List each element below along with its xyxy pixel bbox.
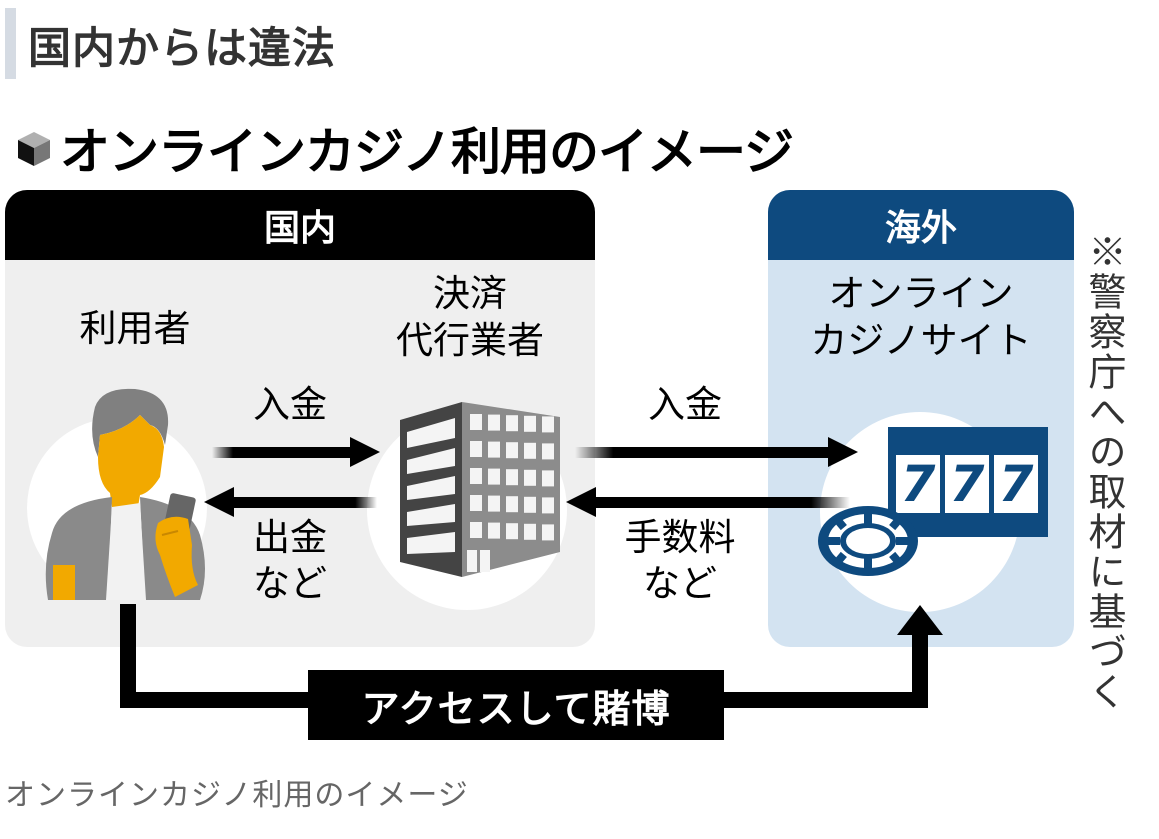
building-window <box>542 497 554 514</box>
building-window <box>470 441 482 457</box>
withdraw-label: 出金 など <box>230 515 350 607</box>
figure-title: オンラインカジノ利用のイメージ <box>60 123 794 181</box>
casino-chip-icon <box>818 506 918 576</box>
arrow-agent-to-user <box>204 487 377 517</box>
agent-label-line2: 代行業者 <box>396 319 544 362</box>
building-window <box>488 414 500 431</box>
slot-reel: 7 <box>994 455 1038 513</box>
fee-label-line1: 手数料 <box>624 516 736 559</box>
slot-machine-icon: 7 7 7 <box>888 427 1048 537</box>
figure-title-row: オンラインカジノ利用のイメージ <box>14 112 794 184</box>
building-window <box>524 415 536 432</box>
arrow-user-to-agent <box>212 437 380 467</box>
user-label: 利用者 <box>79 307 191 350</box>
agent-label-line1: 決済 <box>433 272 507 315</box>
fee-label: 手数料 など <box>600 515 760 607</box>
image-caption: オンラインカジノ利用のイメージ <box>5 778 469 813</box>
slot-reel: 7 <box>896 455 940 513</box>
building-window <box>506 496 518 513</box>
building-window <box>524 442 536 459</box>
arrow-site-to-agent <box>566 487 850 517</box>
casino-site-label-line2: カジノサイト <box>810 319 1032 362</box>
building-window <box>524 496 536 513</box>
building-window <box>506 415 518 432</box>
deposit-label-user-to-agent: 入金 <box>253 383 327 426</box>
overseas-panel: 海外 オンライン カジノサイト 7 7 7 <box>768 190 1074 647</box>
casino-site-label: オンライン カジノサイト <box>768 270 1074 364</box>
casino-site-label-line1: オンライン <box>828 272 1014 315</box>
building-window <box>542 443 554 460</box>
slot-digit: 7 <box>949 455 985 513</box>
cube-icon <box>18 132 50 166</box>
withdraw-label-line2: など <box>253 562 327 605</box>
building-window <box>470 468 482 484</box>
slot-reel: 7 <box>945 455 989 513</box>
building-window <box>542 416 554 433</box>
building-window <box>488 441 500 458</box>
article-heading: 国内からは違法 <box>28 24 336 74</box>
fee-label-line2: など <box>643 562 717 605</box>
agent-label: 決済 代行業者 <box>370 270 570 364</box>
building-window <box>506 523 518 540</box>
building-window <box>470 522 482 538</box>
withdraw-label-line1: 出金 <box>253 516 327 559</box>
domestic-header: 国内 <box>5 190 595 260</box>
building-window <box>524 523 536 540</box>
building-window <box>506 469 518 486</box>
building-window <box>470 414 482 430</box>
building-window <box>524 469 536 486</box>
access-gambling-label: アクセスして賭博 <box>308 670 724 740</box>
building-window <box>542 524 554 541</box>
user-person-icon <box>45 388 205 600</box>
deposit-label-agent-to-site: 入金 <box>648 383 722 426</box>
arrow-agent-to-site <box>575 437 858 467</box>
slot-digit: 7 <box>900 455 936 513</box>
building-window <box>488 468 500 485</box>
building-window <box>470 495 482 511</box>
building-icon <box>400 402 560 577</box>
slot-digit: 7 <box>998 455 1034 513</box>
overseas-header: 海外 <box>768 190 1074 260</box>
building-window <box>506 442 518 459</box>
source-note: ※警察庁への取材に基づく <box>1082 232 1126 712</box>
building-window <box>542 470 554 487</box>
building-window <box>488 495 500 512</box>
domestic-panel: 国内 利用者 決済 代行業者 <box>5 190 595 647</box>
heading-accent-bar <box>5 8 16 79</box>
building-window <box>488 522 500 539</box>
